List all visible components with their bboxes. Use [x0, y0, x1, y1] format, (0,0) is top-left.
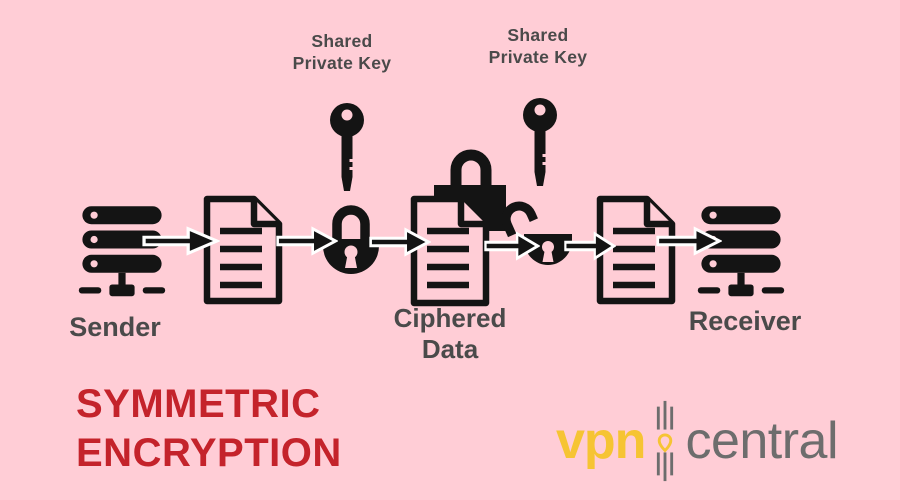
ciphered-data-label: Ciphered Data	[393, 303, 507, 364]
document-icon-2	[596, 195, 676, 305]
key-icon-2	[523, 98, 557, 186]
arrow-icon-1	[142, 226, 220, 256]
logo-vpn-text: vpn	[556, 412, 646, 470]
padlock-closed-icon	[323, 205, 379, 274]
arrow-icon-4	[484, 231, 540, 261]
receiver-server-icon	[697, 206, 785, 297]
arrow-icon-2	[276, 226, 338, 256]
arrow-icon-5	[564, 231, 616, 261]
receiver-label: Receiver	[688, 306, 802, 336]
key-icon-1	[330, 103, 364, 191]
document-icon-1	[203, 195, 283, 305]
title-line-2: ENCRYPTION	[76, 431, 342, 475]
page-title: SYMMETRIC ENCRYPTION	[76, 380, 342, 478]
vpncentral-logo: vpn central	[556, 398, 839, 484]
logo-pin-icon	[657, 400, 674, 482]
sender-server-icon	[78, 206, 166, 297]
shared-key-label-2: Shared Private Key	[488, 25, 588, 67]
logo-central-text: central	[685, 412, 839, 470]
arrow-icon-6	[656, 226, 722, 256]
shared-key-label-1: Shared Private Key	[292, 31, 392, 73]
arrow-icon-3	[369, 227, 431, 257]
padlock-open-icon	[501, 201, 572, 265]
title-line-1: SYMMETRIC	[76, 382, 321, 426]
sender-label: Sender	[69, 312, 161, 342]
ciphered-data-icon	[410, 149, 506, 307]
